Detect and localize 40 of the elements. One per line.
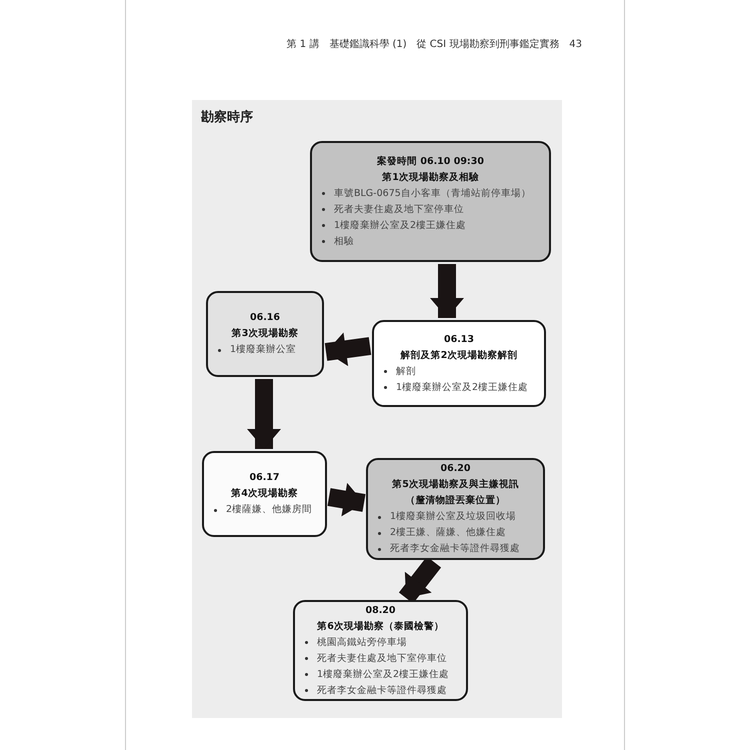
- box-heading: 06.20: [440, 462, 471, 476]
- event-box: [293, 600, 468, 701]
- block-arrow: [247, 379, 281, 449]
- list-item: 死者李女金融卡等證件尋獲處: [390, 542, 520, 556]
- list-item: 1樓廢棄辦公室: [230, 343, 296, 357]
- box-heading: 解剖及第2次現場勘察解剖: [400, 348, 518, 362]
- block-arrow: [324, 332, 372, 366]
- box-heading: 第6次現場勘察（泰國檢警）: [317, 620, 444, 634]
- box-heading: 06.13: [444, 332, 474, 346]
- event-box: [310, 141, 551, 262]
- list-item: 死者夫妻住處及地下室停車位: [317, 652, 447, 666]
- box-heading: 第1次現場勘察及相驗: [382, 170, 479, 184]
- box-heading: 第4次現場勘察: [231, 486, 298, 501]
- box-heading: （釐清物證丟棄位置）: [406, 494, 506, 508]
- box-heading: 第3次現場勘察: [232, 326, 298, 341]
- page-header: 第 1 講 基礎鑑識科學 (1) 從 CSI 現場勘察到刑事鑑定實務 43: [286, 38, 582, 51]
- list-item: 2樓王嫌、薩嫌、他嫌住處: [390, 526, 506, 540]
- list-item: 死者李女金融卡等證件尋獲處: [317, 684, 447, 698]
- list-item: 相驗: [334, 234, 354, 248]
- list-item: 死者夫妻住處及地下室停車位: [334, 202, 464, 216]
- box-heading: 第5次現場勘察及與主嫌視訊: [392, 478, 519, 492]
- list-item: 2樓薩嫌、他嫌房間: [226, 503, 312, 517]
- list-item: 1樓廢棄辦公室及2樓王嫌住處: [396, 380, 528, 394]
- list-item: 車號BLG-0675自小客車（青埔站前停車場）: [334, 186, 531, 200]
- list-item: 1樓廢棄辦公室及垃圾回收場: [390, 510, 516, 524]
- box-heading: 08.20: [365, 604, 396, 618]
- box-heading: 06.17: [249, 471, 280, 485]
- list-item: 解剖: [396, 364, 416, 378]
- diagram-title: 勘察時序: [201, 108, 253, 126]
- event-box: [206, 291, 324, 377]
- list-item: 1樓廢棄辦公室及2樓王嫌住處: [317, 668, 450, 682]
- list-item: 桃園高鐵站旁停車場: [317, 636, 407, 650]
- block-arrow: [430, 264, 464, 318]
- event-box: [366, 458, 545, 560]
- event-box: [202, 451, 327, 537]
- list-item: 1樓廢棄辦公室及2樓王嫌住處: [334, 218, 466, 232]
- box-heading: 案發時間 06.10 09:30: [377, 154, 484, 168]
- event-box: [372, 320, 546, 407]
- block-arrow: [327, 482, 366, 516]
- box-heading: 06.16: [250, 311, 280, 325]
